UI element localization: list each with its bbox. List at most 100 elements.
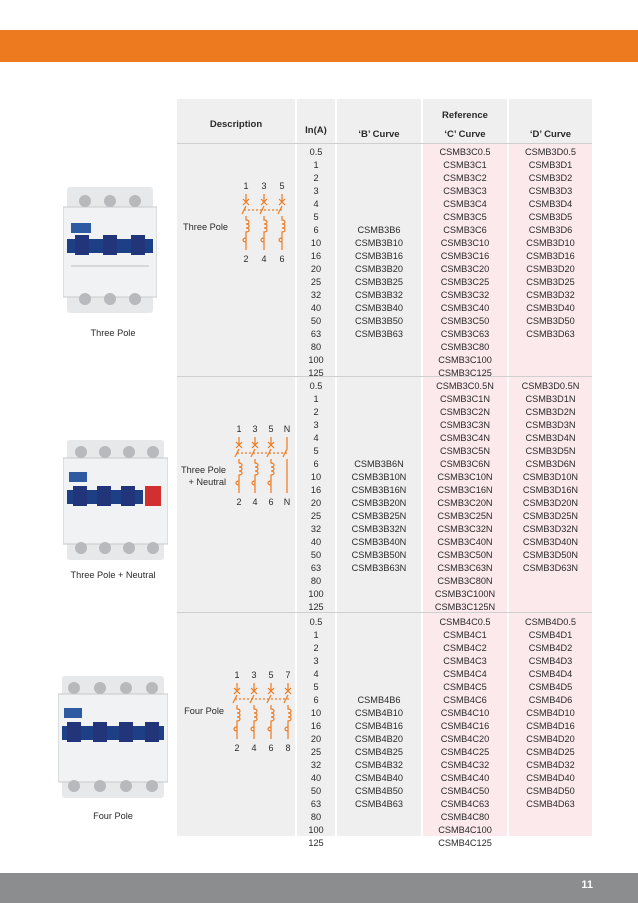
svg-text:8: 8 [285,743,290,753]
rating-cell: 20 [310,264,322,274]
c-curve-cell: CSMB3C32 [440,290,490,300]
d-curve-cell: CSMB4D3 [528,656,573,666]
svg-text:7: 7 [285,670,290,680]
svg-text:5: 5 [268,670,273,680]
d-curve-column-bg [509,143,592,836]
rating-cell: 40 [310,537,322,547]
rating-cell: 20 [310,498,322,508]
d-curve-cell: CSMB3D4N [525,433,576,443]
d-curve-cell: CSMB3D40 [526,303,575,313]
header-b-curve: ‘B’ Curve [358,129,400,140]
d-curve-cell: CSMB4D10 [526,708,575,718]
svg-text:1: 1 [234,670,239,680]
c-curve-cell: CSMB3C40N [437,537,493,547]
d-curve-cell: CSMB3D1N [525,394,576,404]
schematic-bottom-2: 2 [243,254,248,264]
c-curve-cell: CSMB3C1 [443,160,487,170]
b-curve-cell: CSMB3B16 [354,251,403,261]
b-curve-cell: CSMB3B32N [351,524,407,534]
d-curve-cell: CSMB3D10 [526,238,575,248]
c-curve-cell: CSMB3C6N [439,459,491,469]
c-curve-cell: CSMB3C25N [437,511,493,521]
d-curve-cell: CSMB4D50 [526,786,575,796]
rating-cell: 125 [308,602,324,612]
b-curve-cell: CSMB3B50N [351,550,407,560]
svg-text:3: 3 [252,424,257,434]
rating-cell: 5 [313,212,319,222]
b-curve-cell: CSMB4B63 [354,799,403,809]
c-curve-cell: CSMB3C25 [440,277,490,287]
b-curve-cell: CSMB4B10 [354,708,403,718]
b-curve-cell: CSMB4B40 [354,773,403,783]
c-curve-cell: CSMB4C1 [443,630,487,640]
rating-cell: 2 [313,643,319,653]
c-curve-cell: CSMB3C100N [434,589,496,599]
svg-text:2: 2 [236,497,241,507]
c-curve-cell: CSMB3C100 [438,355,492,365]
d-curve-cell: CSMB3D4 [528,199,573,209]
d-curve-cell: CSMB3D40N [522,537,579,547]
rating-cell: 0.5 [309,381,323,391]
c-curve-cell: CSMB4C100 [438,825,492,835]
d-curve-cell: CSMB4D20 [526,734,575,744]
rating-cell: 4 [313,433,319,443]
d-curve-cell: CSMB4D6 [528,695,573,705]
rating-cell: 4 [313,199,319,209]
rating-cell: 16 [310,485,322,495]
b-curve-cell: CSMB4B25 [354,747,403,757]
svg-text:1: 1 [236,424,241,434]
rating-cell: 10 [310,238,322,248]
c-curve-cell: CSMB3C63N [437,563,493,573]
svg-text:5: 5 [268,424,273,434]
c-curve-cell: CSMB4C3 [443,656,487,666]
c-curve-cell: CSMB3C4N [439,433,491,443]
b-curve-column-bg [337,99,421,836]
b-curve-cell: CSMB4B6 [357,695,401,705]
c-curve-cell: CSMB4C0.5 [439,617,491,627]
schematic-bottom-4: 4 [261,254,266,264]
schematic-bottom-6: 6 [279,254,284,264]
c-curve-cell: CSMB4C63 [440,799,490,809]
d-curve-cell: CSMB3D3 [528,186,573,196]
section-label-three-pole-neutral-text: Three Pole + Neutral [181,465,226,487]
d-curve-cell: CSMB3D25 [526,277,575,287]
d-curve-cell: CSMB4D25 [526,747,575,757]
rating-cell: 125 [308,368,324,378]
header-c-curve: ‘C’ Curve [444,129,486,140]
description-column-bg [177,99,295,836]
d-curve-cell: CSMB3D0.5N [521,381,580,391]
rating-column-bg [297,99,335,836]
c-curve-cell: CSMB3C16 [440,251,490,261]
c-curve-cell: CSMB4C4 [443,669,487,679]
d-curve-cell: CSMB3D5 [528,212,573,222]
d-curve-cell: CSMB4D16 [526,721,575,731]
svg-text:N: N [284,424,291,434]
c-curve-cell: CSMB3C10N [437,472,493,482]
d-curve-cell: CSMB3D50N [522,550,579,560]
d-curve-cell: CSMB3D16 [526,251,575,261]
rating-cell: 10 [310,708,322,718]
d-curve-cell: CSMB3D6N [525,459,576,469]
b-curve-cell: CSMB4B16 [354,721,403,731]
c-curve-cell: CSMB4C50 [440,786,490,796]
c-curve-cell: CSMB4C25 [440,747,490,757]
b-curve-cell: CSMB4B32 [354,760,403,770]
four-pole-breaker-image [58,676,168,798]
section-divider-2 [177,612,592,613]
rating-cell: 20 [310,734,322,744]
b-curve-cell: CSMB3B32 [354,290,403,300]
c-curve-cell: CSMB3C2 [443,173,487,183]
header-reference: Reference [442,110,488,121]
d-curve-cell: CSMB4D5 [528,682,573,692]
orange-header-band [0,30,638,62]
d-curve-cell: CSMB3D50 [526,316,575,326]
c-curve-cell: CSMB3C3N [439,420,491,430]
c-curve-cell: CSMB3C125N [434,602,496,612]
rating-cell: 63 [310,563,322,573]
header-in-a: In(A) [305,125,327,136]
c-curve-cell: CSMB3C3 [443,186,487,196]
b-curve-cell: CSMB3B25N [351,511,407,521]
rating-cell: 3 [313,656,319,666]
rating-cell: 100 [308,589,324,599]
rating-cell: 80 [310,812,322,822]
